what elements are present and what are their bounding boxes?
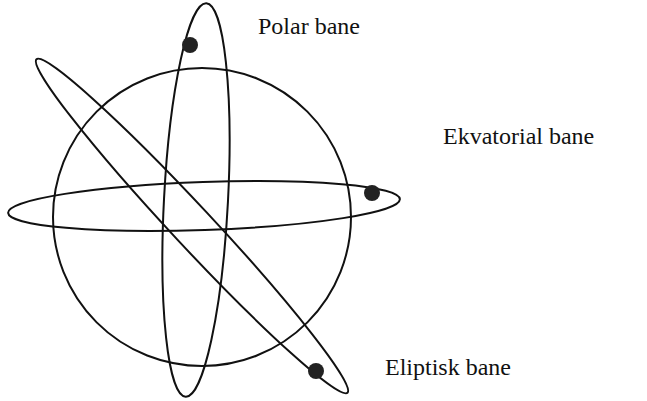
- orbit-label: Eliptisk bane: [385, 354, 511, 380]
- equatorial-orbit: [7, 175, 400, 237]
- earth-globe: [53, 68, 351, 366]
- equatorial-satellite: [364, 185, 380, 201]
- orbit-label: Polar bane: [258, 13, 360, 39]
- elliptical-orbit: [22, 46, 362, 401]
- polar-satellite: [182, 37, 198, 53]
- elliptical-satellite: [308, 363, 324, 379]
- orbit-label: Ekvatorial bane: [443, 123, 594, 149]
